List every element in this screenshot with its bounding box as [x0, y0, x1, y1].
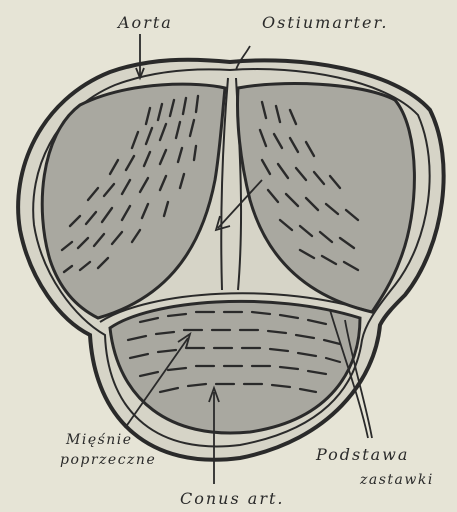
- label-ostium: Ostiumarter.: [262, 13, 388, 32]
- label-conus: Conus art.: [180, 489, 284, 508]
- label-podstawa-2: zastawki: [359, 472, 434, 488]
- label-miesnie-1: Mięśnie: [65, 432, 133, 448]
- label-aorta: Aorta: [116, 13, 173, 32]
- label-podstawa-1: Podstawa: [315, 445, 409, 464]
- label-miesnie-2: poprzeczne: [60, 452, 156, 468]
